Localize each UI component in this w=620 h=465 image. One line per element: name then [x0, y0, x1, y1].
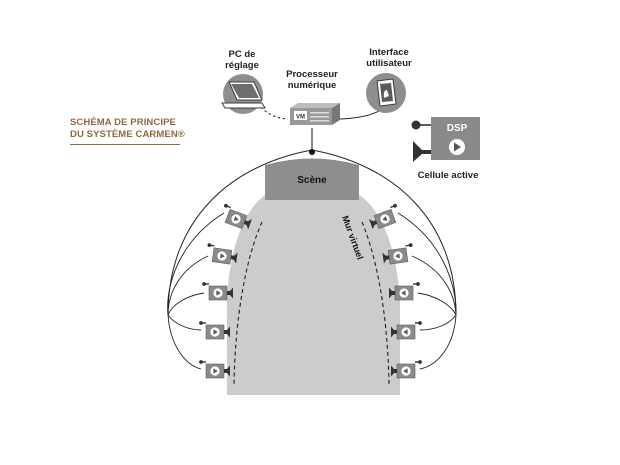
stage-label: Scène [297, 175, 327, 186]
hall-floor [227, 193, 400, 395]
interface-label-line-1: Interface [369, 47, 409, 58]
stage-block [265, 158, 359, 200]
right-connection-arcs [397, 212, 457, 370]
pc-label-line-1: PC de [228, 49, 256, 60]
left-cell-5 [198, 359, 231, 379]
processor-label-line-1: Processeur [286, 69, 338, 80]
stage-junction-dot [309, 149, 315, 155]
title-underline [70, 144, 180, 145]
touch-tablet-icon [366, 73, 406, 113]
processor-badge: VM [296, 115, 305, 121]
active-cell-label: Cellule active [410, 170, 486, 181]
left-connection-arcs [167, 212, 225, 370]
processor-label: Processeur numérique [278, 69, 346, 91]
diagram-title-line-1: SCHÉMA DE PRINCIPE [70, 117, 176, 128]
active-cell-icon: DSP [411, 117, 480, 162]
microphone-icon [411, 120, 421, 130]
processor-label-line-2: numérique [287, 80, 337, 91]
pc-label: PC de réglage [214, 49, 270, 71]
processor-rack-icon: VM [290, 103, 340, 125]
interface-label: Interface utilisateur [358, 47, 420, 69]
interface-label-line-2: utilisateur [366, 58, 412, 69]
left-cell-4 [198, 320, 231, 340]
laptop-icon [221, 74, 266, 114]
virtual-wall-right [361, 221, 390, 386]
diagram-title: SCHÉMA DE PRINCIPE DU SYSTÈME CARMEN® [70, 117, 185, 141]
virtual-wall-left [233, 221, 263, 386]
pc-to-processor-link [257, 102, 289, 120]
diagram-title-line-2: DU SYSTÈME CARMEN® [70, 129, 185, 140]
active-cell-label-text: Cellule active [417, 170, 479, 181]
speaker-icon [413, 141, 431, 162]
pc-label-line-2: réglage [225, 60, 259, 71]
dsp-badge: DSP [447, 123, 468, 134]
